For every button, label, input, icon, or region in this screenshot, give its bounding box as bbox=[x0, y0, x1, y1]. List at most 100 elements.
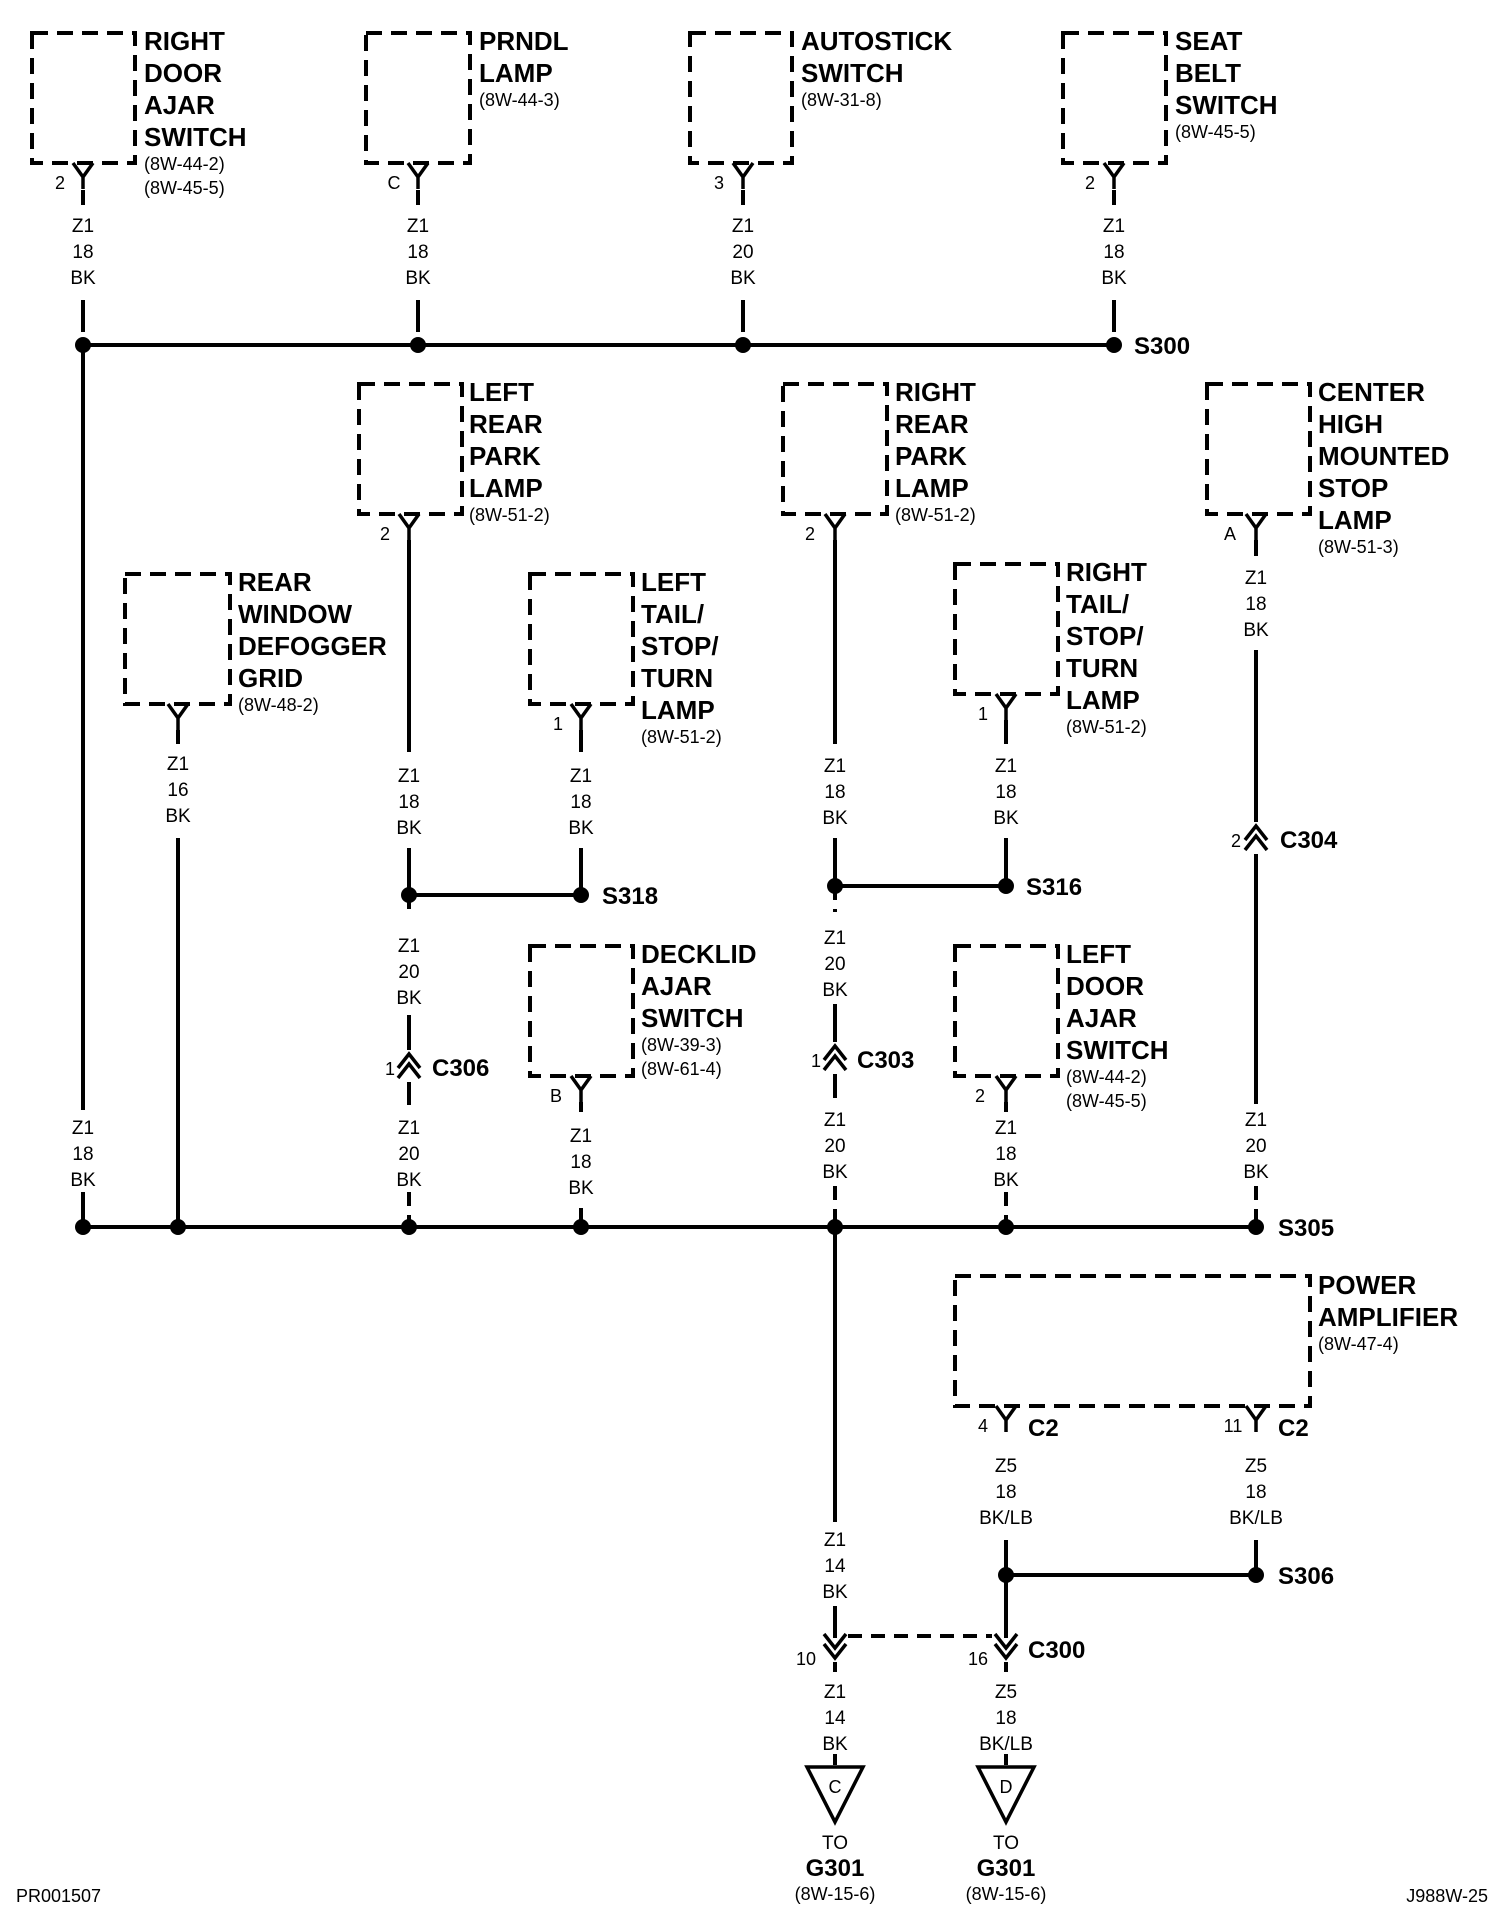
wire-label: Z1 bbox=[1103, 216, 1125, 237]
wire-label: BK bbox=[70, 268, 96, 289]
left-tail-stop-turn-lamp-pin-icon bbox=[569, 702, 593, 730]
wire-label: Z5 bbox=[1245, 1456, 1267, 1477]
wire-label: 20 bbox=[1245, 1136, 1266, 1157]
wire-label: BK bbox=[822, 1162, 848, 1183]
autostick-switch-pin-number: 3 bbox=[714, 173, 724, 193]
left-tail-stop-turn-lamp-label: TURN bbox=[641, 663, 713, 693]
wire-label: 18 bbox=[995, 1708, 1016, 1729]
right-rear-park-lamp-label: LAMP bbox=[895, 473, 969, 503]
wire-label: BK bbox=[993, 1170, 1019, 1191]
wire-label: BK bbox=[1101, 268, 1127, 289]
splice-s306-label: S306 bbox=[1278, 1563, 1334, 1590]
power-amplifier-connector: C2 bbox=[1278, 1415, 1309, 1442]
prndl-lamp-ref: (8W-44-3) bbox=[479, 90, 560, 110]
right-door-ajar-switch-label: DOOR bbox=[144, 58, 222, 88]
wire-label: 18 bbox=[995, 782, 1016, 803]
right-door-ajar-switch-box bbox=[30, 31, 137, 165]
splice-node bbox=[170, 1219, 186, 1235]
wire-label: 18 bbox=[1103, 242, 1124, 263]
center-high-mounted-stop-lamp-label: LAMP bbox=[1318, 505, 1392, 535]
right-rear-park-lamp-ref: (8W-51-2) bbox=[895, 505, 976, 525]
wire-label: BK bbox=[568, 1178, 594, 1199]
right-tail-stop-turn-lamp-label: TURN bbox=[1066, 653, 1138, 683]
autostick-switch-pin-icon bbox=[731, 161, 755, 189]
wire-label: 20 bbox=[398, 962, 419, 983]
connector-c300-pin: 10 bbox=[796, 1649, 816, 1669]
wire-label: 18 bbox=[72, 242, 93, 263]
wire-label: BK bbox=[70, 1170, 96, 1191]
prndl-lamp-label: PRNDL bbox=[479, 26, 569, 56]
right-door-ajar-switch-label: AJAR bbox=[144, 90, 215, 120]
left-rear-park-lamp-label: REAR bbox=[469, 409, 543, 439]
right-door-ajar-switch-label: RIGHT bbox=[144, 26, 225, 56]
connector-c304-pin: 2 bbox=[1231, 831, 1241, 851]
wire-label: BK bbox=[396, 818, 422, 839]
left-rear-park-lamp-pin-number: 2 bbox=[380, 524, 390, 544]
wire-label: BK bbox=[396, 988, 422, 1009]
wire-label: 20 bbox=[732, 242, 753, 263]
wire-label: Z1 bbox=[72, 216, 94, 237]
ground-to-label: TO bbox=[993, 1833, 1019, 1854]
wire-label: 20 bbox=[824, 1136, 845, 1157]
splice-node bbox=[998, 878, 1014, 894]
center-high-mounted-stop-lamp-label: HIGH bbox=[1318, 409, 1383, 439]
right-door-ajar-switch-ref: (8W-45-5) bbox=[144, 178, 225, 198]
power-amplifier-pin-icon bbox=[994, 1404, 1018, 1432]
splice-node bbox=[401, 1219, 417, 1235]
wire-label: Z5 bbox=[995, 1456, 1017, 1477]
right-door-ajar-switch-pin-icon bbox=[71, 161, 95, 189]
wire-label: BK/LB bbox=[979, 1734, 1033, 1755]
center-high-mounted-stop-lamp-ref: (8W-51-3) bbox=[1318, 537, 1399, 557]
decklid-ajar-switch-pin-icon bbox=[569, 1074, 593, 1102]
center-high-mounted-stop-lamp-label: CENTER bbox=[1318, 377, 1425, 407]
connector-c300-pin: 16 bbox=[968, 1649, 988, 1669]
splice-node bbox=[573, 887, 589, 903]
wire-label: 18 bbox=[407, 242, 428, 263]
wire-label: 18 bbox=[1245, 594, 1266, 615]
splice-node bbox=[1106, 337, 1122, 353]
wire-label: Z1 bbox=[732, 216, 754, 237]
right-tail-stop-turn-lamp-pin-icon bbox=[994, 692, 1018, 720]
rear-window-defogger-grid-label: REAR bbox=[238, 567, 312, 597]
wire-label: 18 bbox=[570, 792, 591, 813]
wire-label: Z1 bbox=[824, 1530, 846, 1551]
wire-label: Z1 bbox=[1245, 568, 1267, 589]
left-door-ajar-switch-label: DOOR bbox=[1066, 971, 1144, 1001]
splice-node bbox=[735, 337, 751, 353]
ground-ref: (8W-15-6) bbox=[795, 1884, 876, 1904]
wire-label: BK bbox=[1243, 1162, 1269, 1183]
wire-label: Z1 bbox=[167, 754, 189, 775]
splice-node bbox=[75, 337, 91, 353]
connector-c304-icon bbox=[1243, 823, 1269, 852]
rear-window-defogger-grid-ref: (8W-48-2) bbox=[238, 695, 319, 715]
seat-belt-switch-label: BELT bbox=[1175, 58, 1241, 88]
wire-label: BK/LB bbox=[1229, 1508, 1283, 1529]
ground-to-label: TO bbox=[822, 1833, 848, 1854]
wire-label: BK bbox=[568, 818, 594, 839]
left-rear-park-lamp-ref: (8W-51-2) bbox=[469, 505, 550, 525]
right-tail-stop-turn-lamp-box bbox=[953, 562, 1060, 696]
autostick-switch-box bbox=[688, 31, 794, 165]
wire-label: 20 bbox=[398, 1144, 419, 1165]
wire-label: BK bbox=[730, 268, 756, 289]
connector-c303-icon bbox=[822, 1043, 848, 1072]
ground-ref: (8W-15-6) bbox=[966, 1884, 1047, 1904]
rear-window-defogger-grid-label: GRID bbox=[238, 663, 303, 693]
wire-label: 18 bbox=[72, 1144, 93, 1165]
wire-label: BK bbox=[405, 268, 431, 289]
power-amplifier-ref: (8W-47-4) bbox=[1318, 1334, 1399, 1354]
right-tail-stop-turn-lamp-ref: (8W-51-2) bbox=[1066, 717, 1147, 737]
footer-left-code: PR001507 bbox=[16, 1886, 101, 1906]
splice-node bbox=[573, 1219, 589, 1235]
connector-c306-pin: 1 bbox=[385, 1059, 395, 1079]
right-door-ajar-switch-ref: (8W-44-2) bbox=[144, 154, 225, 174]
left-door-ajar-switch-label: SWITCH bbox=[1066, 1035, 1169, 1065]
right-rear-park-lamp-pin-number: 2 bbox=[805, 524, 815, 544]
ground-triangle-icon bbox=[975, 1765, 1037, 1826]
wire-label: Z1 bbox=[570, 766, 592, 787]
splice-s316-label: S316 bbox=[1026, 874, 1082, 901]
wire-label: BK bbox=[1243, 620, 1269, 641]
wire-label: Z1 bbox=[72, 1118, 94, 1139]
ground-name: G301 bbox=[806, 1855, 865, 1882]
